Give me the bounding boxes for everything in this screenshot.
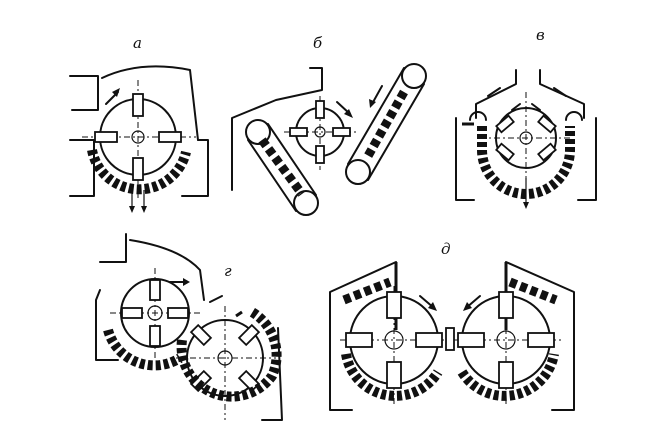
label-g: г (224, 262, 232, 280)
grate-g-1 (103, 328, 183, 371)
label-d: д (441, 240, 451, 258)
belt-b-right (347, 67, 425, 181)
pulley-b-left-bottom (293, 190, 319, 216)
grate-v-hooks (469, 111, 583, 121)
pulley-b-left-top (245, 119, 271, 145)
hammer-a-left (94, 131, 118, 143)
belt-b-left-teeth (258, 137, 306, 197)
housing-left-lower (69, 139, 95, 197)
rotation-arrowhead-a (112, 88, 120, 97)
housing-d-right (505, 261, 575, 411)
housing-right (181, 139, 209, 197)
housing-d-left (329, 261, 397, 411)
label-b: б (313, 34, 323, 52)
label-v: в (536, 26, 545, 44)
hammer-a-top (132, 93, 144, 117)
grate-v (477, 126, 575, 199)
housing-g-liner (129, 239, 205, 301)
hammer-a-bottom (132, 157, 144, 181)
housing-left-upper (69, 75, 99, 111)
label-a: а (133, 34, 142, 52)
grate-a (87, 148, 191, 195)
housing-b (231, 67, 323, 191)
grate-d-2 (457, 353, 559, 401)
liners-d-top (342, 277, 558, 305)
housing-top-liner (101, 65, 199, 141)
pulley-b-right-bottom (345, 159, 371, 185)
belt-b-right-teeth (364, 89, 408, 159)
grate-g-2 (176, 307, 282, 402)
hammer-a-right (158, 131, 182, 143)
belt-b-left (247, 123, 317, 212)
center-divider-d (445, 327, 455, 351)
panel-g-twin-rotor-crusher: г (95, 233, 283, 421)
panel-v-reversible-crusher: в (455, 26, 597, 209)
grate-d-1 (341, 353, 443, 401)
housing-d-walls (394, 262, 508, 330)
housing-g-right (261, 327, 283, 421)
housing-g-left (95, 233, 127, 361)
pulley-b-right-top (401, 63, 427, 89)
panel-d-twin-rotor-crusher: д (329, 240, 575, 411)
panel-a-single-rotor-crusher: а (69, 34, 209, 213)
housing-v-left (455, 69, 517, 201)
panel-b-conveyor-crusher: б (231, 34, 427, 216)
